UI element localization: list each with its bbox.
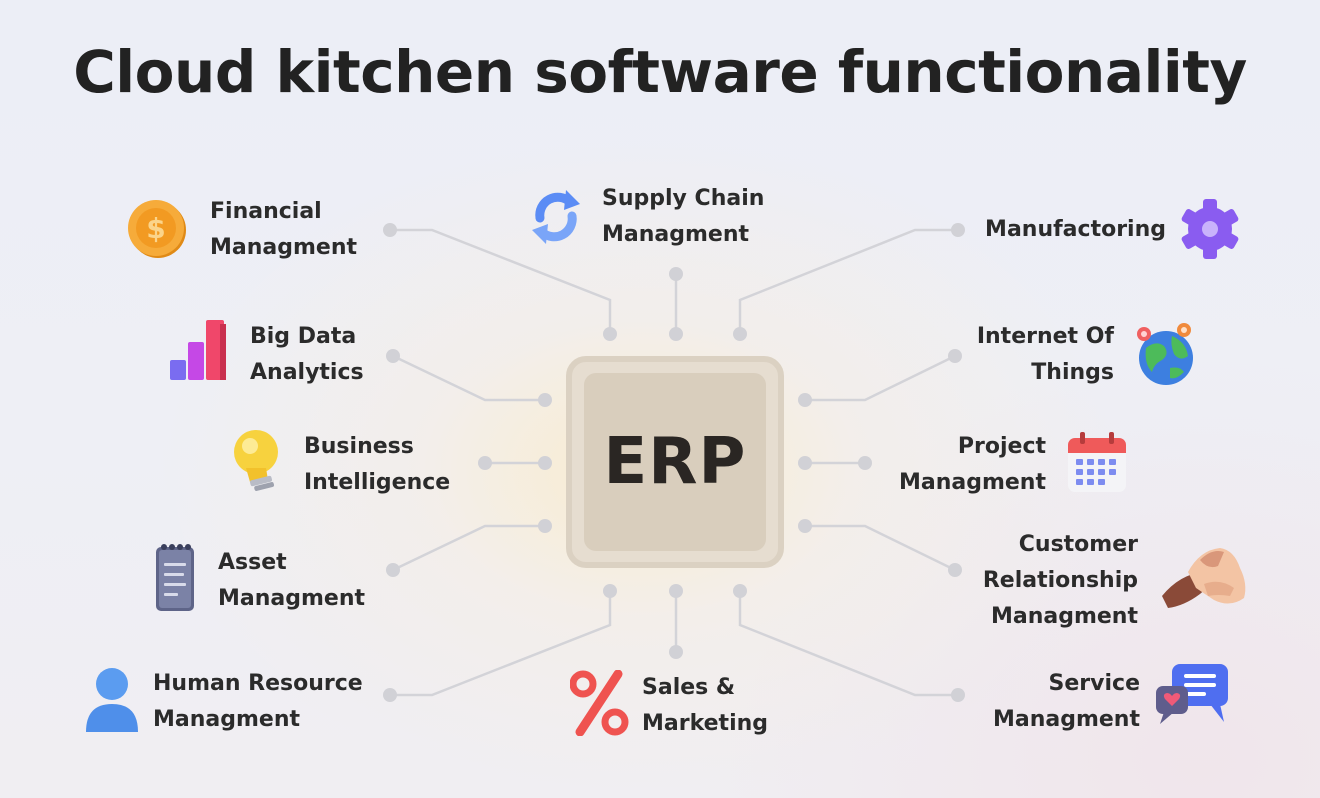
module-label-sales: Sales &Marketing bbox=[642, 675, 769, 736]
page-title: Cloud kitchen software functionality bbox=[73, 38, 1247, 106]
percent-icon bbox=[570, 670, 629, 736]
chat-bubbles-icon bbox=[1156, 664, 1228, 724]
module-label-manufactoring: Manufactoring bbox=[985, 217, 1166, 242]
calendar-icon bbox=[1068, 432, 1126, 492]
handshake-icon bbox=[1162, 548, 1246, 608]
gear-icon bbox=[1181, 199, 1239, 259]
svg-text:$: $ bbox=[146, 212, 165, 245]
bar-chart-icon bbox=[170, 320, 226, 380]
globe-icon bbox=[1137, 323, 1193, 385]
notepad-icon bbox=[156, 544, 194, 611]
erp-chip-core: ERP bbox=[584, 373, 766, 551]
dollar-coin-icon: $ bbox=[128, 200, 186, 258]
erp-label: ERP bbox=[603, 425, 747, 499]
sync-arrows-icon bbox=[532, 190, 580, 244]
light-bulb-icon bbox=[234, 430, 278, 491]
person-icon bbox=[86, 668, 138, 732]
